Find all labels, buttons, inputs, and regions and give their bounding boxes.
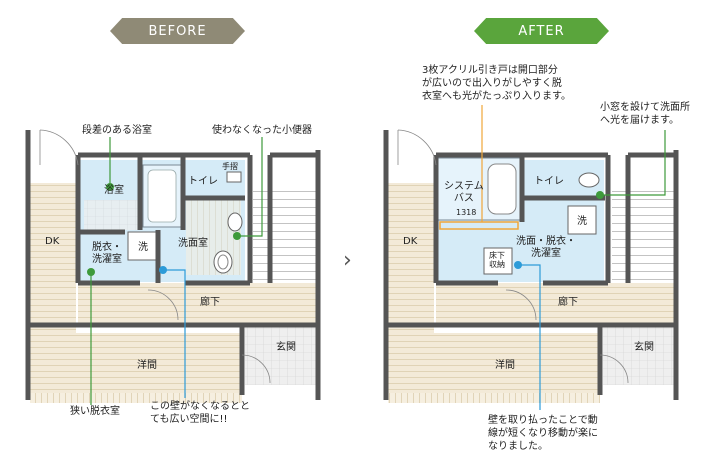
before-stairs [253,185,318,282]
after-room-dk: DK [403,236,418,247]
before-room-toilet: トイレ [188,176,218,187]
before-room-wash: 洗 [138,242,148,253]
before-callout-narrow-dressing: 狭い脱衣室 [70,406,120,417]
before-room-bath: 浴室 [104,185,124,196]
after-room-hallway: 廊下 [558,297,578,308]
after-room-wash: 洗 [577,216,587,227]
before-callout-wall: この壁がなくなるとと ても広い空間に!! [150,401,250,425]
after-callout-acrylic-door: 3枚アクリル引き戸は開口部分 が広いので出入りがしやすく脱 衣室へも光がたっぷり… [422,65,571,102]
before-entrance-floor [245,325,318,385]
after-plan [383,105,679,410]
after-room-system-bath: システム バス [444,181,484,204]
before-hallway-floor [78,283,318,323]
before-plan [25,129,321,405]
before-room-hallway: 廊下 [200,297,220,308]
before-room-entrance: 玄関 [276,342,296,353]
after-room-western: 洋間 [495,360,515,371]
before-dk-floor [30,183,76,333]
after-callout-wall-removed: 壁を取り払ったことで動 線が短くなり移動が楽に なりました。 [488,415,598,452]
after-room-toilet: トイレ [534,176,564,187]
before-callout-urinal: 使わなくなった小便器 [212,125,312,136]
chevron-right-icon: › [343,248,352,273]
after-callout-small-window: 小窓を設けて洗面所 へ光を届けます。 [600,102,690,126]
before-western-floor [30,333,242,393]
after-room-entrance: 玄関 [634,342,654,353]
before-callout-step-bath: 段差のある浴室 [82,125,152,136]
before-room-western: 洋間 [137,360,157,371]
after-room-floor-storage: 床下 収納 [489,251,505,269]
after-banner: AFTER [474,18,609,44]
after-room-washroom: 洗面・脱衣・ 洗濯室 [516,236,576,259]
before-banner: BEFORE [110,18,245,44]
after-room-system-bath-size: 1318 [456,208,477,217]
before-room-dressing: 脱衣・ 洗濯室 [92,242,122,265]
before-room-dk: DK [45,236,60,247]
before-room-handrail: 手摺 [222,162,238,171]
before-room-washroom: 洗面室 [178,238,208,249]
